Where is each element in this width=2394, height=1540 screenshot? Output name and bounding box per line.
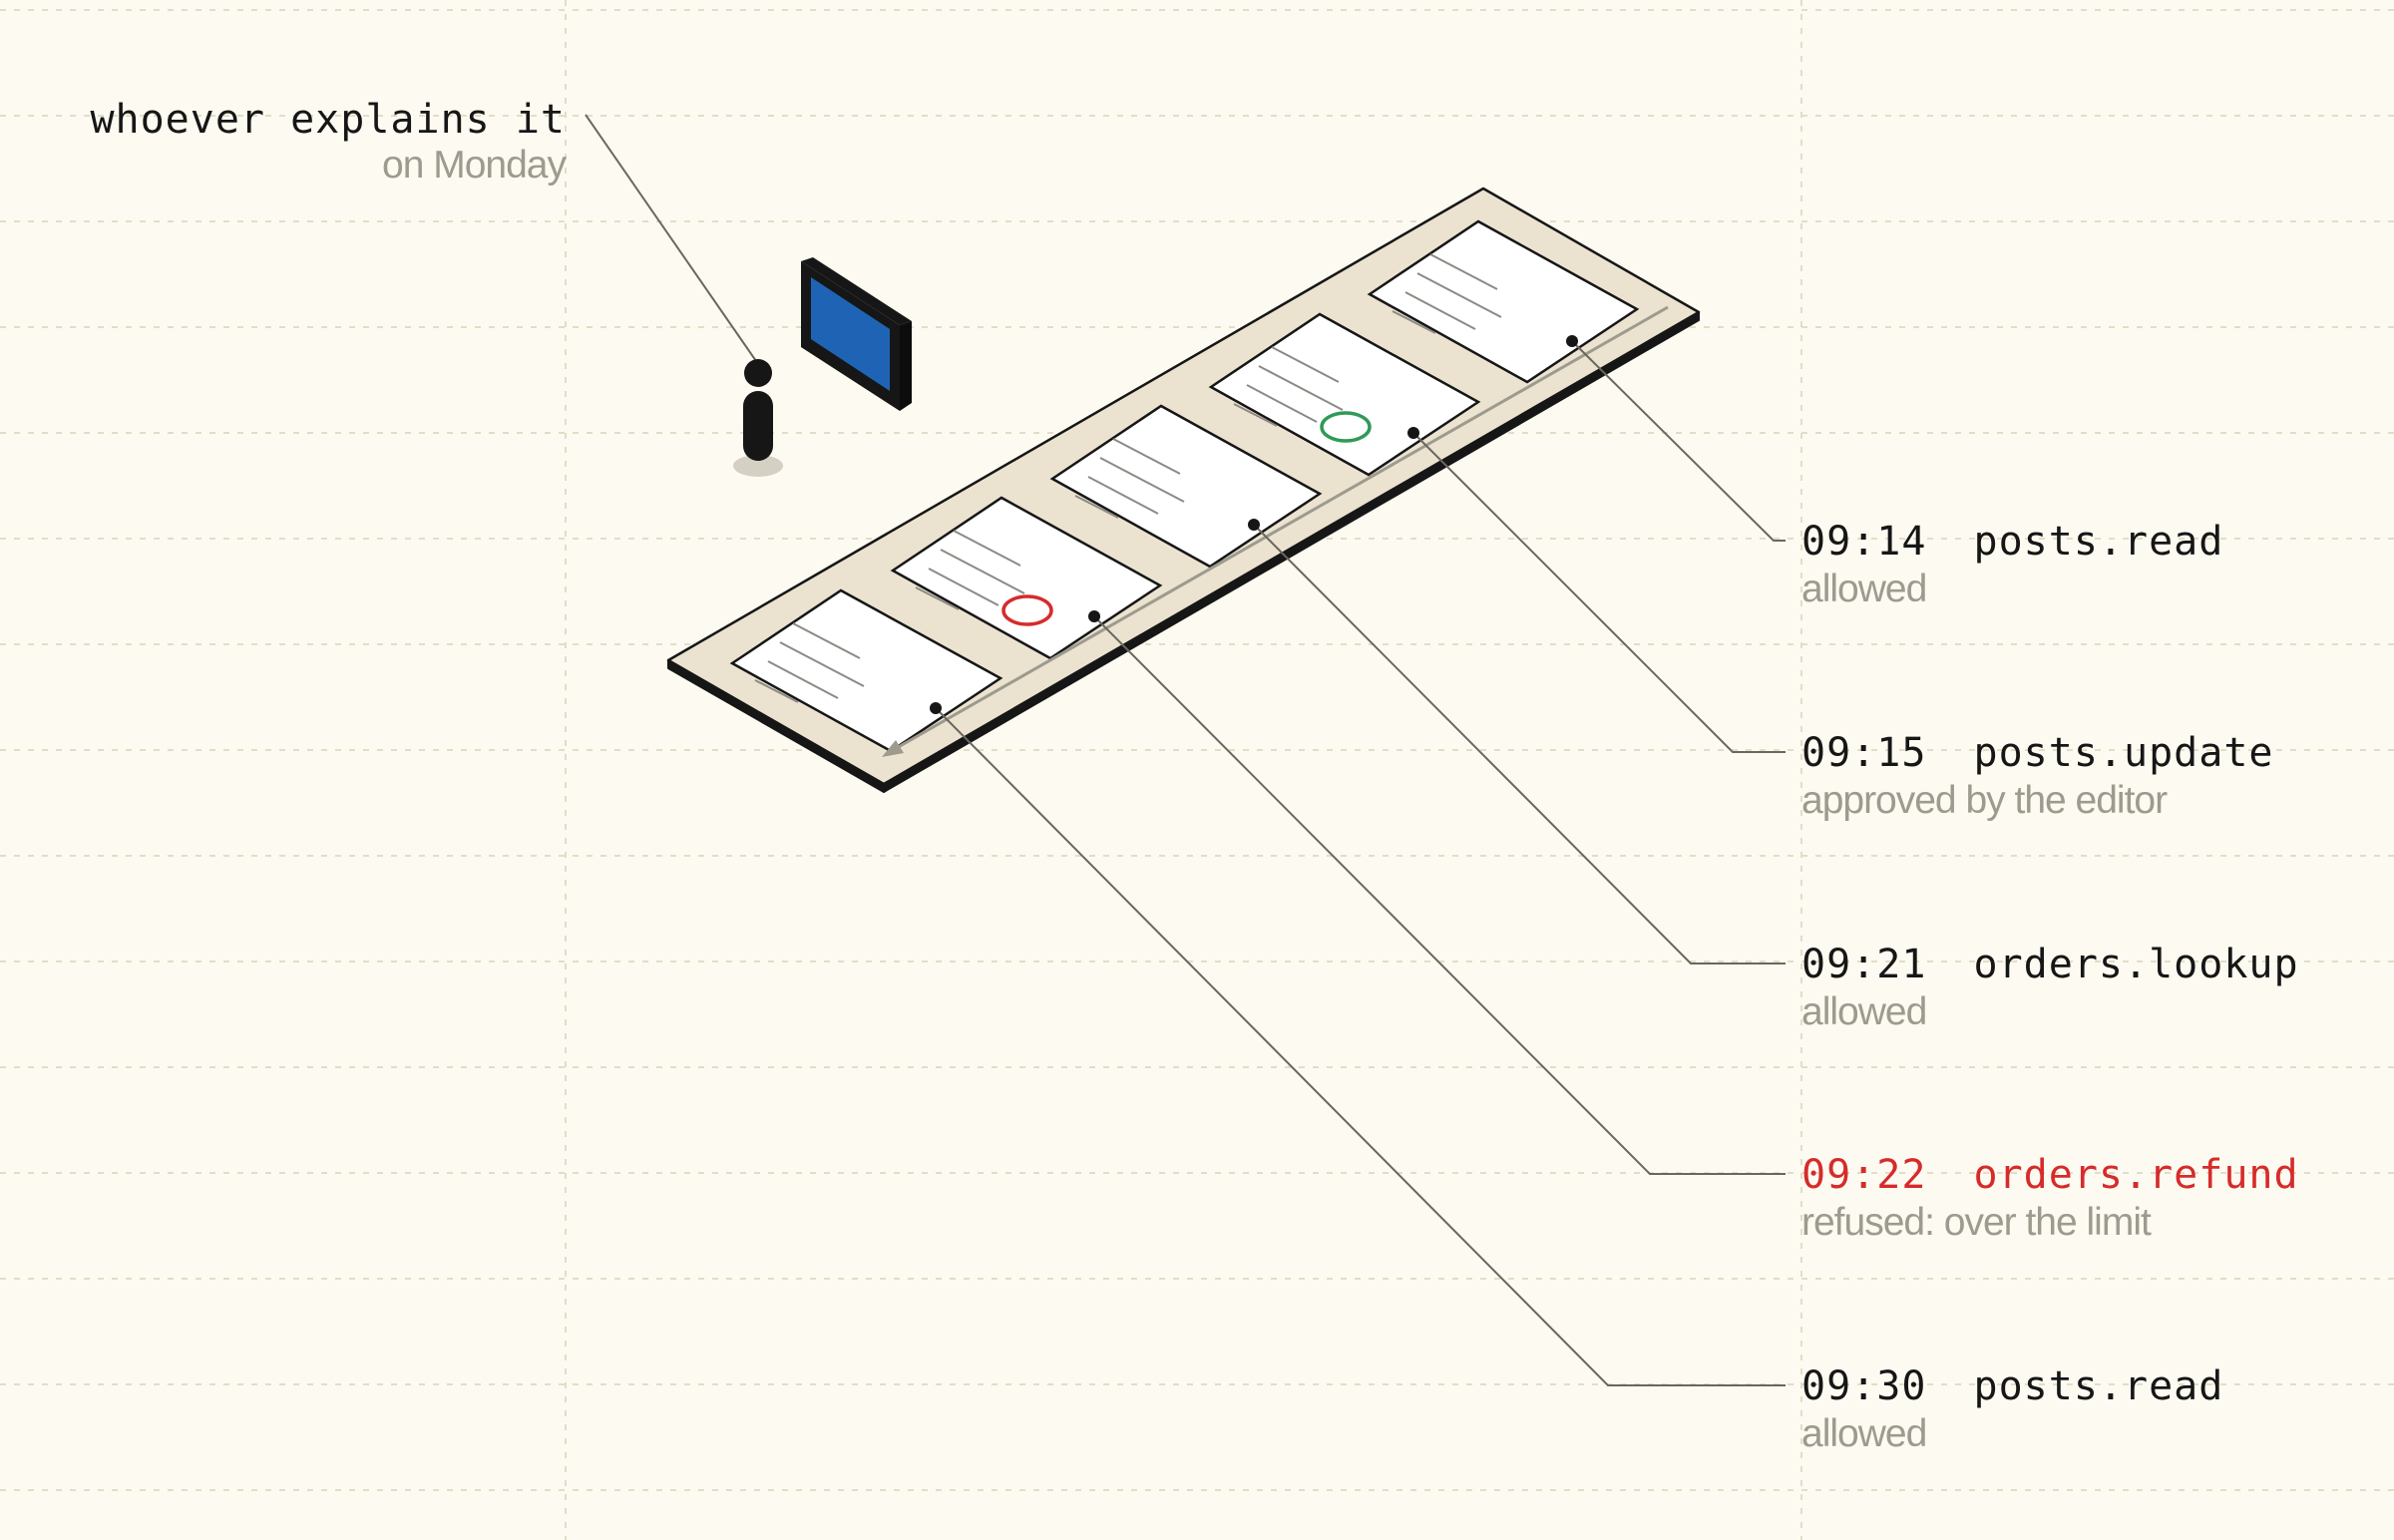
log-time: 09:15 — [1801, 730, 1926, 776]
log-status: allowed — [1801, 990, 1926, 1033]
log-action: posts.read — [1974, 519, 2224, 565]
log-entry: 09:15 posts.update approved by the edito… — [1801, 730, 2274, 822]
log-time: 09:21 — [1801, 942, 1926, 987]
observer-subtitle: on Monday — [382, 144, 567, 187]
log-time: 09:22 — [1801, 1152, 1926, 1198]
log-entries: 09:14 posts.read allowed 09:15 posts.upd… — [1801, 519, 2299, 1455]
log-entry: 09:30 posts.read allowed — [1801, 1363, 2223, 1455]
svg-text:09:22 orders.refund: 09:22 orders.refund — [1801, 1152, 2299, 1198]
log-entry-refused: 09:22 orders.refund refused: over the li… — [1801, 1152, 2299, 1244]
log-time: 09:30 — [1801, 1363, 1926, 1409]
log-action: orders.lookup — [1974, 942, 2299, 987]
log-status: refused: over the limit — [1801, 1201, 2152, 1244]
log-action: posts.read — [1974, 1363, 2224, 1409]
observer-label: whoever explains it on Monday — [90, 97, 568, 187]
svg-text:09:15 posts.update: 09:15 posts.update — [1801, 730, 2274, 776]
log-status: approved by the editor — [1801, 779, 2168, 822]
log-action: posts.update — [1974, 730, 2274, 776]
svg-text:09:30 posts.read: 09:30 posts.read — [1801, 1363, 2223, 1409]
observer-title: whoever explains it — [90, 97, 566, 143]
leader-lines — [935, 340, 1786, 1386]
log-entry: 09:21 orders.lookup allowed — [1801, 942, 2299, 1033]
log-status: allowed — [1801, 1412, 1926, 1455]
refused-marker — [1001, 594, 1053, 626]
person-icon — [733, 359, 783, 477]
log-action: orders.refund — [1974, 1152, 2299, 1198]
log-status: allowed — [1801, 568, 1926, 610]
observer-leader-line — [585, 114, 757, 362]
log-time: 09:14 — [1801, 519, 1926, 565]
flow-arrow — [882, 305, 1669, 757]
approved-marker — [1320, 411, 1372, 443]
log-entry: 09:14 posts.read allowed — [1801, 519, 2223, 610]
svg-text:09:14 posts.read: 09:14 posts.read — [1801, 519, 2223, 565]
leader-dots — [930, 335, 1578, 714]
monitor-icon — [801, 257, 912, 411]
svg-text:09:21 orders.lookup: 09:21 orders.lookup — [1801, 942, 2299, 987]
